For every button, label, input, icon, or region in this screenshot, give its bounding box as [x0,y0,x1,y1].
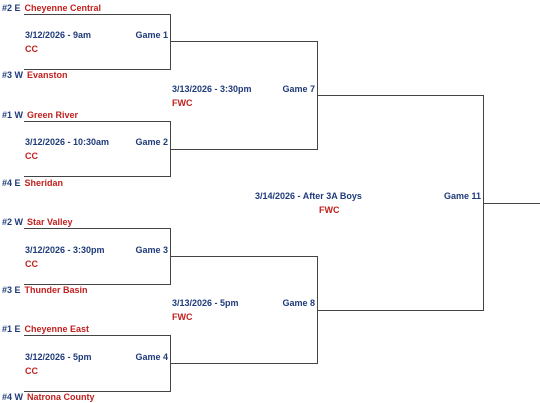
bracket-line [24,176,170,177]
bracket-line [317,310,483,311]
game-label: Game 3 [135,245,168,255]
game-label: Game 7 [282,84,315,94]
team-seed: #3 E [2,285,21,295]
team-name: Evanston [27,70,68,80]
game-label: Game 4 [135,352,168,362]
team-seed: #2 W [2,217,24,227]
game-time: 3/12/2026 - 10:30am [25,137,110,147]
team-seed: #4 W [2,392,24,402]
bracket-line [317,95,483,96]
team-name: Sheridan [24,178,64,188]
game-venue: CC [25,366,38,376]
game-label: Game 1 [135,30,168,40]
game-label: Game 11 [443,191,481,201]
team-seed: #4 E [2,178,21,188]
team-name: Cheyenne East [24,324,90,334]
bracket-line [170,14,171,70]
game-venue: FWC [172,312,193,322]
game-venue: CC [25,259,38,269]
team-name: Green River [27,110,79,120]
game-time: 3/13/2026 - 5pm [172,298,239,308]
game-time: 3/13/2026 - 3:30pm [172,84,252,94]
bracket-line [24,228,170,229]
team-name: Cheyenne Central [24,3,102,13]
bracket-line [24,284,170,285]
team-seed: #1 E [2,324,21,334]
game-time: 3/12/2026 - 3:30pm [25,245,105,255]
game-time: 3/12/2026 - 5pm [25,352,92,362]
bracket-line [24,121,170,122]
game-venue: CC [25,151,38,161]
game-label: Game 8 [282,298,315,308]
bracket-line [483,203,540,204]
game-venue: FWC [172,98,193,108]
team-seed: #2 E [2,3,21,13]
bracket-line [24,391,170,392]
team-name: Natrona County [27,392,95,402]
bracket-line [24,335,170,336]
bracket-line [24,69,170,70]
team-name: Star Valley [27,217,73,227]
team-seed: #1 W [2,110,24,120]
game-label: Game 2 [135,137,168,147]
bracket-line [24,14,170,15]
bracket-line [170,149,317,150]
game-venue: CC [25,44,38,54]
bracket-line [170,41,317,42]
game-time: 3/12/2026 - 9am [25,30,92,40]
game-time: 3/14/2026 - After 3A Boys [255,191,362,201]
team-seed: #3 W [2,70,24,80]
game-venue: FWC [319,205,340,215]
bracket-line [170,363,317,364]
team-name: Thunder Basin [24,285,88,295]
bracket-line [170,256,317,257]
